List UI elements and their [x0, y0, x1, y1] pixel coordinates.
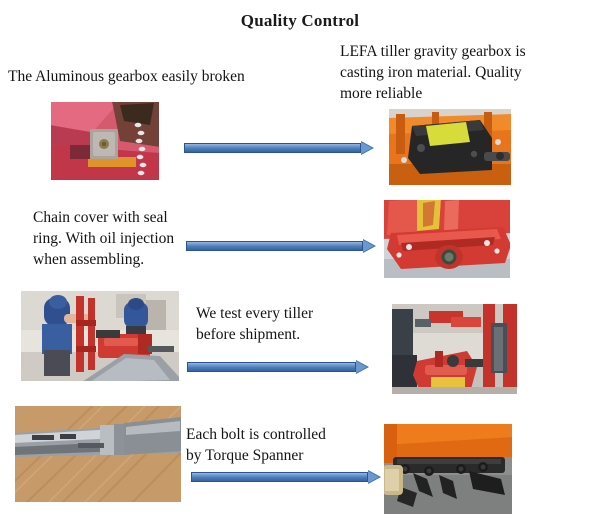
row-1-right-caption-line-3: more reliable [340, 85, 423, 102]
torque-spanner-photo [14, 405, 182, 503]
row-1-left-caption: The Aluminous gearbox easily broken [8, 66, 308, 87]
row-4-middle-caption: Each bolt is controlled by Torque Spanne… [186, 424, 386, 466]
arrow-shaft [191, 472, 368, 482]
bolted-rotary-blades-photo [383, 423, 513, 515]
row-1-right-caption-line-1: LEFA tiller gravity gearbox is [340, 43, 526, 60]
casting-iron-gearbox-photo [388, 108, 512, 186]
row-1-right-caption-line-2: casting iron material. Quality [340, 64, 522, 81]
page-title: Quality Control [240, 11, 360, 30]
row-4-middle-caption-line-2: by Torque Spanner [186, 447, 304, 464]
tiller-test-rig-photo [391, 303, 518, 395]
arrow-head-highlight [363, 240, 374, 252]
tiller-testing-workshop-photo [20, 290, 180, 382]
arrow-head-highlight [361, 142, 372, 154]
arrow-shaft [184, 143, 361, 153]
arrow-shaft [187, 362, 356, 372]
row-2-left-caption: Chain cover with seal ring. With oil inj… [33, 207, 233, 270]
chain-cover-seal-ring-photo [383, 199, 511, 279]
row-2-left-caption-line-2: ring. With oil injection [33, 230, 175, 247]
arrow-head-highlight [368, 471, 379, 483]
aluminous-gearbox-photo [50, 101, 160, 181]
row-2-left-caption-line-1: Chain cover with seal [33, 209, 168, 226]
row-4-middle-caption-line-1: Each bolt is controlled [186, 426, 326, 443]
row-3-middle-caption-line-2: before shipment. [196, 326, 301, 343]
right-arrow-row-4 [191, 470, 381, 484]
right-arrow-row-2 [186, 239, 376, 253]
row-3-middle-caption: We test every tiller before shipment. [196, 303, 386, 345]
right-arrow-row-3 [187, 360, 369, 374]
row-1-left-caption-line-1: The Aluminous gearbox easily broken [8, 68, 245, 85]
row-2-left-caption-line-3: when assembling. [33, 251, 145, 268]
arrow-head-highlight [356, 361, 367, 373]
row-3-middle-caption-line-1: We test every tiller [196, 305, 314, 322]
arrow-shaft [186, 241, 363, 251]
right-arrow-row-1 [184, 141, 374, 155]
row-1-right-caption: LEFA tiller gravity gearbox is casting i… [340, 41, 590, 104]
